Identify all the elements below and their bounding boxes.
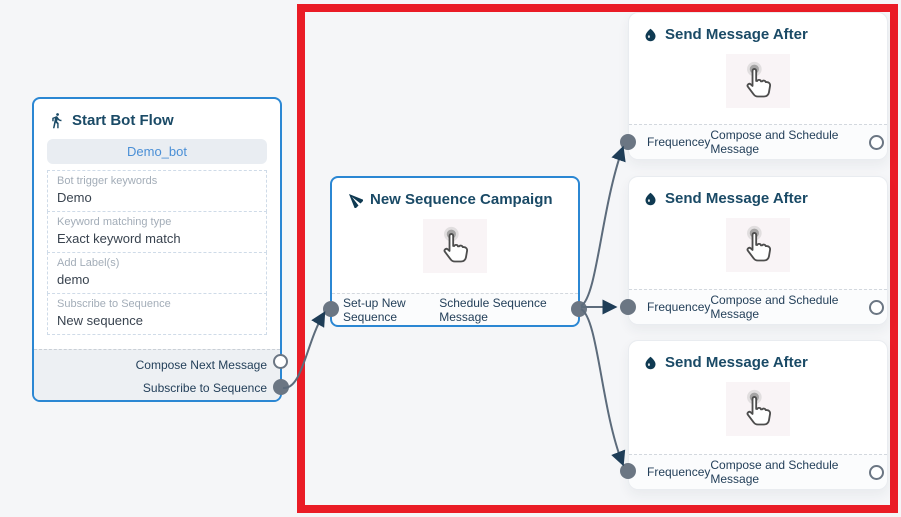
- send-node-footer: Frequencey Compose and Schedule Message: [629, 124, 887, 159]
- field-bot-trigger-keywords[interactable]: Bot trigger keywords Demo: [47, 170, 267, 212]
- send-node-footer: Frequencey Compose and Schedule Message: [629, 454, 887, 489]
- hand-cursor-icon: [443, 226, 469, 263]
- port-schedule-sequence-message[interactable]: [571, 301, 587, 317]
- send-output-label: Compose and Schedule Message: [710, 458, 839, 486]
- send-node-header: Send Message After: [629, 177, 887, 214]
- campaign-input-label: Set-up New Sequence: [343, 295, 406, 324]
- field-subscribe-to-sequence[interactable]: Subscribe to Sequence New sequence: [47, 293, 267, 335]
- hand-cursor-icon: [746, 61, 772, 98]
- start-node-header: Start Bot Flow: [34, 99, 280, 136]
- send-node-title: Send Message After: [665, 354, 808, 371]
- field-label: Subscribe to Sequence: [57, 298, 171, 310]
- send-output-label: Compose and Schedule Message: [710, 128, 839, 156]
- send-output-label: Compose and Schedule Message: [710, 293, 839, 321]
- send-node-title: Send Message After: [665, 190, 808, 207]
- campaign-node-header: New Sequence Campaign: [332, 178, 578, 215]
- configure-placeholder[interactable]: [726, 382, 790, 436]
- field-label: Keyword matching type: [57, 216, 172, 228]
- configure-placeholder[interactable]: [726, 218, 790, 272]
- node-new-sequence-campaign[interactable]: New Sequence Campaign Set-up New Sequenc…: [323, 176, 587, 327]
- field-value: Exact keyword match: [57, 231, 181, 246]
- start-node-title: Start Bot Flow: [72, 112, 174, 129]
- port-subscribe-to-sequence[interactable]: [273, 379, 289, 395]
- send-input-label: Frequencey: [647, 465, 711, 479]
- bot-name-button[interactable]: Demo_bot: [47, 139, 267, 164]
- configure-placeholder[interactable]: [423, 219, 487, 273]
- hand-cursor-icon: [746, 389, 772, 426]
- port-frequency[interactable]: [620, 134, 636, 150]
- field-add-labels[interactable]: Add Label(s) demo: [47, 252, 267, 294]
- node-start-bot-flow[interactable]: Start Bot Flow Demo_bot Bot trigger keyw…: [32, 97, 289, 402]
- hand-cursor-icon: [746, 225, 772, 262]
- highlight-rectangle: [297, 4, 898, 513]
- field-value: New sequence: [57, 313, 143, 328]
- node-send-message-after-3[interactable]: Send Message After Frequencey Compose an…: [620, 340, 888, 490]
- field-keyword-matching-type[interactable]: Keyword matching type Exact keyword matc…: [47, 211, 267, 253]
- node-send-message-after-1[interactable]: Send Message After Frequencey Compose an…: [620, 12, 888, 160]
- field-value: demo: [57, 272, 90, 287]
- port-frequency[interactable]: [620, 299, 636, 315]
- output-subscribe-to-sequence-label: Subscribe to Sequence: [142, 381, 267, 395]
- output-compose-next-message-label: Compose Next Message: [135, 358, 267, 372]
- campaign-node-footer: Set-up New Sequence Schedule Sequence Me…: [332, 293, 578, 325]
- node-send-message-after-2[interactable]: Send Message After Frequencey Compose an…: [620, 176, 888, 325]
- send-node-header: Send Message After: [629, 13, 887, 50]
- water-drop-icon: [645, 192, 656, 205]
- start-node-fields: Bot trigger keywords Demo Keyword matchi…: [47, 170, 267, 335]
- port-compose-and-schedule-message[interactable]: [869, 300, 884, 315]
- send-node-header: Send Message After: [629, 341, 887, 378]
- campaign-output-label: Schedule Sequence Message: [439, 295, 547, 324]
- field-value: Demo: [57, 190, 92, 205]
- port-compose-next-message[interactable]: [273, 354, 288, 369]
- configure-placeholder[interactable]: [726, 54, 790, 108]
- start-node-footer: Compose Next Message Subscribe to Sequen…: [34, 349, 280, 400]
- field-label: Bot trigger keywords: [57, 175, 158, 187]
- send-input-label: Frequencey: [647, 135, 711, 149]
- walking-person-icon: [52, 113, 62, 129]
- port-frequency[interactable]: [620, 463, 636, 479]
- water-drop-icon: [645, 28, 656, 41]
- send-plane-icon: [348, 193, 363, 208]
- field-label: Add Label(s): [57, 257, 120, 269]
- port-compose-and-schedule-message[interactable]: [869, 135, 884, 150]
- campaign-node-title: New Sequence Campaign: [370, 191, 553, 208]
- send-node-footer: Frequencey Compose and Schedule Message: [629, 289, 887, 324]
- send-input-label: Frequencey: [647, 300, 711, 314]
- port-setup-new-sequence[interactable]: [323, 301, 339, 317]
- send-node-title: Send Message After: [665, 26, 808, 43]
- port-compose-and-schedule-message[interactable]: [869, 465, 884, 480]
- water-drop-icon: [645, 356, 656, 369]
